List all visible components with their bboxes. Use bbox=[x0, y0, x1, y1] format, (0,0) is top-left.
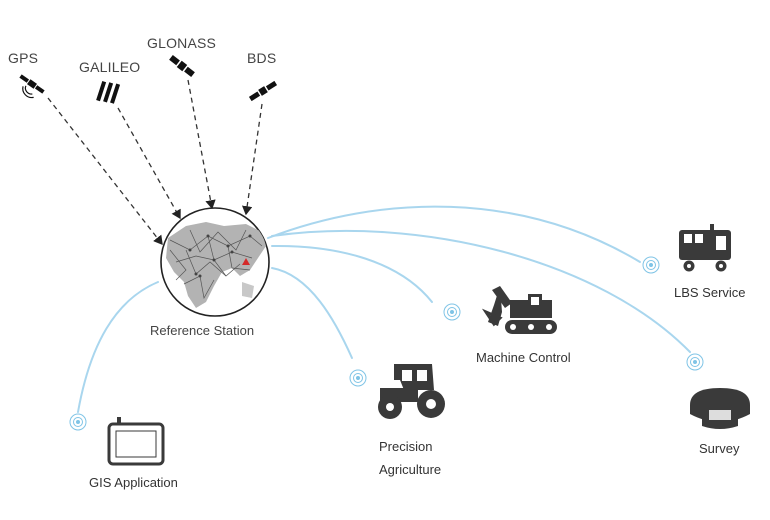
bds-satellite-icon bbox=[248, 80, 278, 102]
lbs-service-label: LBS Service bbox=[674, 285, 746, 300]
signal-icon bbox=[642, 256, 660, 274]
truck-icon bbox=[679, 224, 731, 272]
signal-icon bbox=[686, 353, 704, 371]
gps-satellite-icon bbox=[19, 74, 45, 99]
signal-icon bbox=[443, 303, 461, 321]
agri-link bbox=[271, 267, 353, 359]
gps-link bbox=[47, 97, 163, 246]
tractor-icon bbox=[378, 364, 445, 419]
bds-label: BDS bbox=[247, 50, 277, 66]
satellite-links bbox=[47, 79, 263, 246]
gis-application-label: GIS Application bbox=[89, 475, 178, 490]
gis-link bbox=[77, 281, 159, 413]
machine-control-label: Machine Control bbox=[476, 350, 571, 365]
signal-icon bbox=[349, 369, 367, 387]
signal-markers bbox=[69, 256, 704, 431]
signal-icon bbox=[69, 413, 87, 431]
station-marker-icon bbox=[242, 258, 250, 265]
map-landmass bbox=[166, 222, 266, 308]
glonass-satellite-icon bbox=[169, 55, 195, 77]
excavator-icon bbox=[481, 286, 557, 334]
lbs-link bbox=[267, 205, 641, 263]
survey-label: Survey bbox=[699, 441, 740, 456]
galileo-link bbox=[117, 107, 181, 220]
tablet-icon bbox=[107, 417, 165, 466]
application-links bbox=[77, 205, 691, 413]
gps-label: GPS bbox=[8, 50, 39, 66]
machine-link bbox=[271, 244, 433, 303]
glonass-label: GLONASS bbox=[147, 35, 217, 51]
glonass-link bbox=[187, 79, 216, 210]
galileo-label: GALILEO bbox=[79, 59, 141, 75]
reference-station-label: Reference Station bbox=[150, 323, 255, 338]
bds-link bbox=[241, 103, 263, 216]
reference-station-globe bbox=[160, 207, 270, 317]
precision-label: Precision bbox=[379, 439, 433, 454]
galileo-satellite-icon bbox=[96, 81, 121, 104]
gnss-receiver-icon bbox=[690, 388, 750, 429]
agriculture-label: Agriculture bbox=[379, 462, 442, 477]
survey-link bbox=[271, 229, 691, 353]
